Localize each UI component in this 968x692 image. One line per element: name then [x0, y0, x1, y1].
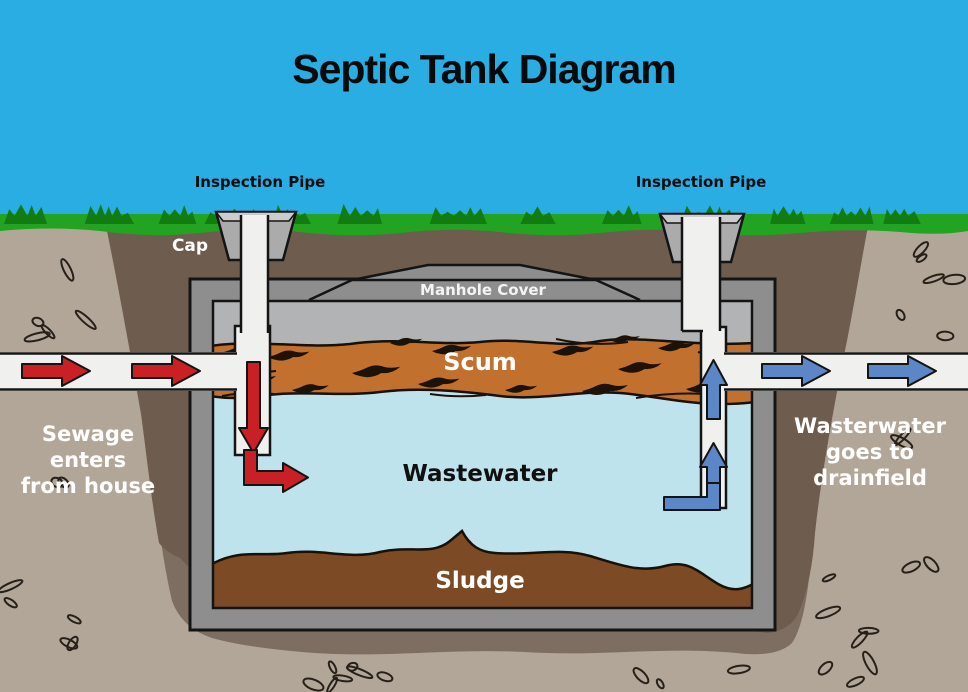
- inspection-pipe-shaft-left: [239, 215, 270, 333]
- drainfield-arrow-1: [761, 355, 831, 387]
- note-sewage-inlet: Sewage enters from house: [0, 421, 176, 499]
- sky-background: [0, 0, 968, 245]
- note-line: Wasterwater: [794, 414, 946, 438]
- flow-arrows: [21, 355, 937, 511]
- label-sludge: Sludge: [435, 568, 525, 594]
- label-inspection-pipe-left: Inspection Pipe: [194, 173, 326, 191]
- page-title: Septic Tank Diagram: [292, 46, 677, 92]
- drainfield-arrow-2: [867, 355, 937, 387]
- note-wastewater-outlet: Wasterwater goes to drainfield: [770, 413, 968, 491]
- tank-cavity: [213, 301, 752, 608]
- sludge-layer: [213, 529, 752, 608]
- sewage-arrow-2: [131, 355, 201, 387]
- inlet-down-arrow: [238, 361, 269, 454]
- note-line: from house: [20, 474, 156, 498]
- label-scum: Scum: [443, 348, 517, 376]
- manhole-seat-lines: [308, 278, 641, 302]
- note-line: Sewage: [41, 422, 135, 446]
- outlet-up-arrow-1: [699, 359, 728, 420]
- outlet-elbow-arrow: [663, 482, 721, 511]
- tank-cavity-outline: [211, 299, 754, 610]
- inspection-pipe-shaft-right: [680, 217, 722, 333]
- label-cap: Cap: [171, 236, 209, 256]
- note-line: enters: [49, 448, 127, 472]
- sewage-arrow-1: [21, 355, 91, 387]
- note-line: drainfield: [813, 466, 927, 490]
- manhole-cover: [351, 263, 597, 282]
- inlet-elbow-arrow: [243, 449, 309, 493]
- label-inspection-pipe-right: Inspection Pipe: [635, 173, 767, 191]
- septic-tank: [188, 263, 777, 632]
- label-manhole-cover: Manhole Cover: [420, 281, 546, 299]
- label-wastewater: Wastewater: [402, 461, 558, 487]
- note-line: goes to: [826, 440, 914, 464]
